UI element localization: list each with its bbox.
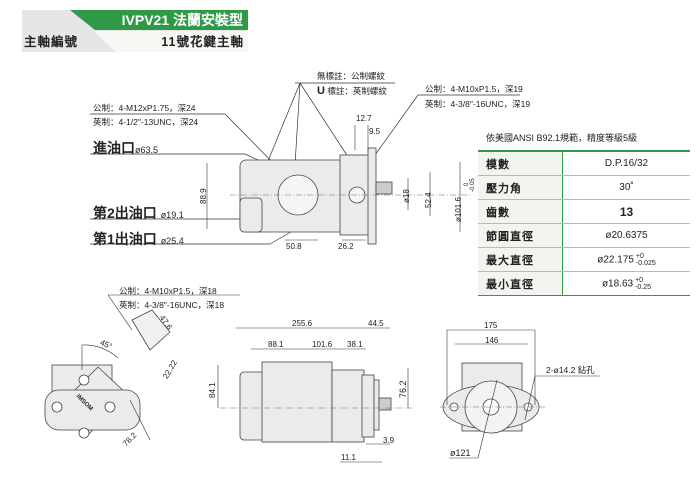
tol-upper: +0 [635,252,644,260]
dim-d1: 50.8 [286,242,302,251]
dim-shaft-dia: ø18 [402,189,411,203]
spec-value-cell: 30˚ [562,175,690,200]
spec-key: 齒數 [478,199,563,224]
inlet-bolt-metric: 公制：4-M12xP1.75，深24 [93,103,196,113]
spline-spec-title: 依美國ANSI B92.1規範，精度等級5級 [486,133,638,143]
spec-key: 節圓直徑 [478,223,563,248]
spec-value: D.P.16/32 [604,158,649,169]
dim-pilot-tol-lower: -0.05 [470,178,476,192]
dim-44-5: 44.5 [368,319,384,328]
spec-row: 齒數 13 [478,199,690,224]
spec-value-cell: ø18.63+0-0.25 [562,271,690,296]
spec-value: ø18.63 [601,278,634,290]
dim-shaft-span: 52.4 [424,192,433,208]
outlet2-size: ø19.1 [160,210,184,220]
inlet-label-text: 進油口 [93,140,135,156]
spec-key: 壓力角 [478,175,563,200]
outlet2-label: 第2出油口 ø19.1 [93,203,184,223]
thread-note-u-text: 標註：英制螺紋 [327,86,387,96]
inlet-bolt-imperial: 英制：4-1/2"-13UNC，深24 [93,117,199,127]
spec-key: 最小直徑 [478,271,563,296]
outlet2-label-text: 第2出油口 [93,205,157,221]
end-view-pump [44,309,171,439]
front-view-pump [239,361,392,443]
spec-value: 30˚ [619,182,634,193]
thread-note-metric: 無標註：公制螺紋 [317,71,386,81]
dim-pilot-121: ø121 [450,448,471,458]
side-view-pump [239,147,393,245]
header-title-bar [70,10,248,30]
dim-255-6: 255.6 [292,319,313,328]
dim-height: 88.9 [199,188,208,204]
dim-175: 175 [484,321,498,330]
tol-upper: +0 [635,276,644,284]
outlet1-label-text: 第1出油口 [93,231,157,247]
shaft-value: 11號花鍵主軸 [161,35,244,49]
dim-mount-holes: 2-ø14.2 鉆孔 [546,365,595,375]
dim-101-6: 101.6 [312,340,333,349]
outlet-bolt-imperial: 英制：4-3/8"-16UNC，深19 [425,99,531,109]
outlet1-label: 第1出油口 ø25.4 [93,229,184,249]
inlet-size: ø63.5 [135,145,159,155]
spec-value-cell: 13 [562,199,690,224]
spec-tolerance: +0-0.25 [635,277,651,291]
dim-88-1: 88.1 [268,340,284,349]
dim-11-1: 11.1 [341,453,356,462]
tol-lower: -0.25 [635,283,652,291]
header-value-bar [94,31,248,52]
spec-value: ø20.6375 [605,230,648,241]
leader-line [294,82,301,166]
leader-line [299,82,351,161]
spec-row: 壓力角 30˚ [478,175,690,200]
thread-note-u: U 標註：英制螺紋 [317,86,387,97]
u-mark: U [317,85,325,97]
spec-row: 模數 D.P.16/32 [478,150,690,176]
shaft-label: 主軸編號 [24,35,79,49]
dim-d2: 26.2 [338,242,354,251]
inlet-label: 進油口ø63.5 [93,138,158,158]
spec-row: 節圓直徑 ø20.6375 [478,223,690,248]
dim-flange-pilot: 9.5 [369,127,381,136]
dim-76-2: 76.2 [398,380,408,398]
dim-38-1: 38.1 [347,340,363,349]
outlet-bolt-metric: 公制：4-M10xP1.5，深19 [425,84,523,94]
page-title: IVPV21 法蘭安裝型 [121,12,243,28]
spec-value-cell: D.P.16/32 [562,150,690,176]
tol-lower: -0.025 [635,259,656,267]
dim-flange-thick: 12.7 [356,114,372,123]
flange-view-pump [442,362,540,434]
spec-key: 模數 [478,150,563,176]
outlet1-size: ø25.4 [160,236,184,246]
spec-value-cell: ø20.6375 [562,223,690,248]
spec-value: ø22.175 [597,254,634,266]
dim-84-1: 84.1 [208,382,217,398]
spec-tolerance: +0-0.025 [636,253,656,267]
dim-3-9: 3.9 [383,436,395,445]
spec-key: 最大直徑 [478,247,563,272]
dim-146: 146 [485,336,499,345]
end-bolt-metric: 公制：4-M10xP1.5，深18 [119,286,217,296]
end-bolt-imperial: 英制：4-3/8"-16UNC，深18 [119,300,225,310]
dim-pilot-dia: ø101.6 [454,197,463,222]
spec-value-cell: ø22.175+0-0.025 [562,247,690,272]
spec-value: 13 [619,204,634,219]
